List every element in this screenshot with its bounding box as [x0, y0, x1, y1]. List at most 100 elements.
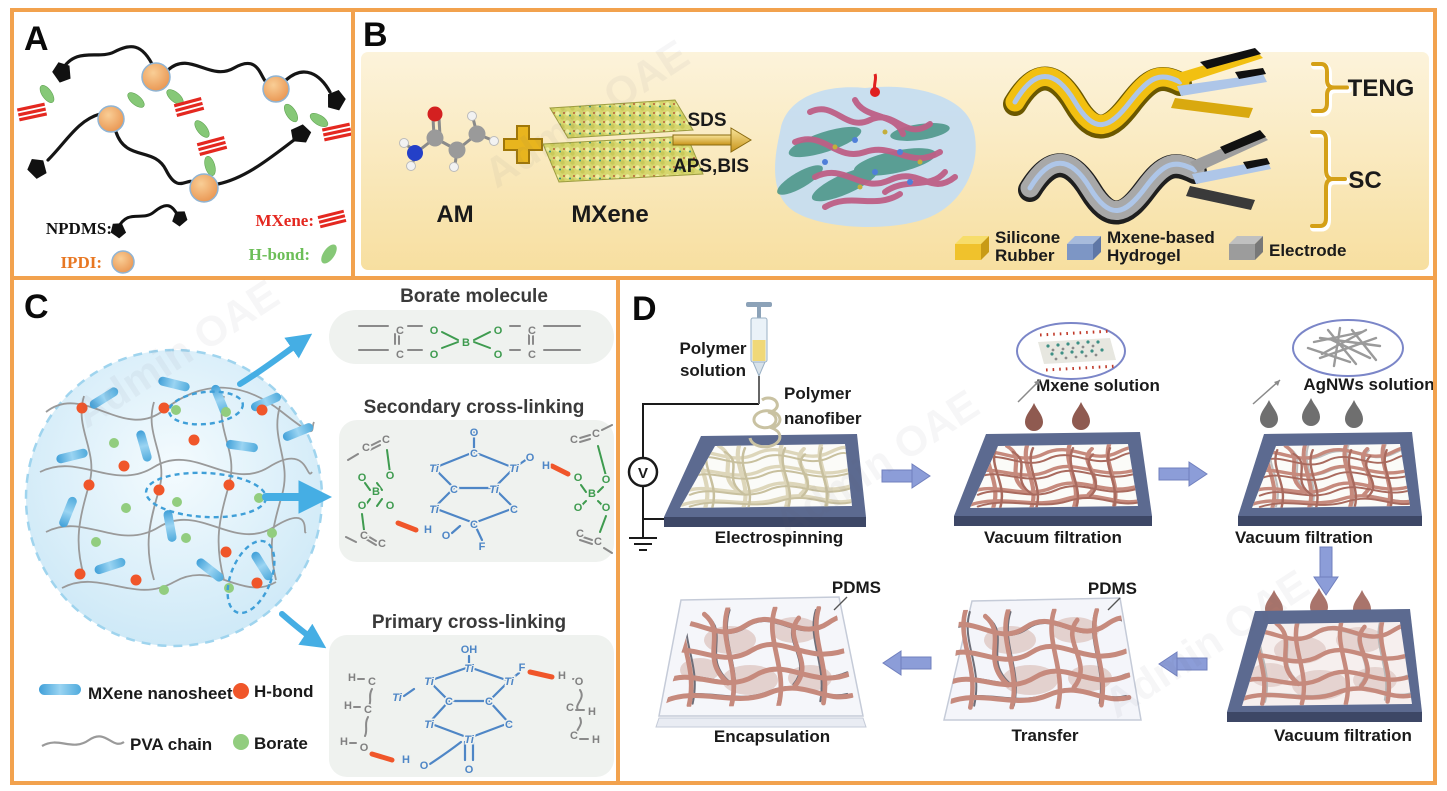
- reactant-mxene-label: MXene: [571, 201, 648, 228]
- agnws-droplet: [1302, 398, 1320, 426]
- encapsulation-step: PDMS Encapsulation: [655, 578, 881, 746]
- svg-text:B: B: [372, 486, 380, 498]
- borate-box: [329, 310, 614, 364]
- svg-text:H: H: [558, 670, 566, 682]
- process-arrow-right-2: [1158, 461, 1208, 487]
- svg-text:O: O: [574, 502, 583, 514]
- svg-text:C: C: [505, 719, 513, 731]
- filtration-plate: [954, 432, 1152, 526]
- transfer-caption: Transfer: [1011, 726, 1078, 745]
- svg-text:O: O: [358, 472, 367, 484]
- svg-text:O: O: [574, 472, 583, 484]
- legend-borate: Borate: [254, 734, 308, 753]
- svg-text:C: C: [368, 676, 376, 688]
- legend-hydrogel-line1: Mxene-based: [1107, 228, 1215, 247]
- sc-device: [1018, 130, 1271, 225]
- svg-text:O: O: [602, 474, 611, 486]
- ipdi-nodes: [97, 62, 290, 203]
- inset-pointer: [1252, 379, 1281, 405]
- teng-device: [1003, 48, 1267, 139]
- svg-text:O: O: [360, 742, 369, 754]
- svg-text:H: H: [348, 672, 356, 684]
- svg-text:Ti: Ti: [489, 484, 500, 496]
- panel-d-fabrication-process: D V Polymer solution: [616, 276, 1437, 785]
- svg-text:Ti: Ti: [464, 663, 475, 675]
- svg-text:C: C: [470, 519, 478, 531]
- panel-b-label: B: [363, 16, 388, 54]
- process-arrow-left-2: [882, 650, 932, 676]
- panel-a-label: A: [24, 20, 49, 58]
- panel-c-canvas: C: [24, 286, 614, 778]
- mxene-nanosheet-icon: [39, 684, 81, 695]
- syringe-icon: [746, 302, 772, 404]
- svg-text:H: H: [344, 700, 352, 712]
- legend-mxene-nanosheet: MXene nanosheet: [88, 684, 233, 703]
- vacuum-filtration-caption-3: Vacuum filtration: [1274, 726, 1412, 745]
- hydrogel-swatch: [1067, 236, 1101, 260]
- panel-a-npdms-network-schematic: A: [10, 8, 355, 280]
- process-arrow-right-1: [881, 463, 931, 489]
- legend-hbond: H-bond: [254, 682, 313, 701]
- agnws-filtration-step: AgNWs solution Vacuum filtration: [1235, 319, 1433, 547]
- svg-text:H: H: [424, 524, 432, 536]
- svg-text:C: C: [396, 349, 404, 361]
- panel-b-synthesis-and-devices: B: [351, 8, 1437, 280]
- process-arrow-down: [1313, 546, 1339, 596]
- svg-text:OH: OH: [461, 644, 478, 656]
- secondary-structure-bonds: [345, 424, 613, 554]
- svg-text:C: C: [528, 349, 536, 361]
- svg-text:O: O: [430, 325, 439, 337]
- panel-a-legend: NPDMS: MXene: IPDI: H-bond:: [46, 204, 348, 274]
- svg-text:C: C: [362, 442, 370, 454]
- svg-text:C: C: [570, 434, 578, 446]
- mxene-droplet: [1025, 403, 1043, 431]
- svg-text:C: C: [594, 536, 602, 548]
- sc-bracket: [1310, 130, 1350, 232]
- vacuum-filtration-caption-1: Vacuum filtration: [984, 528, 1122, 547]
- hbond-icon: [321, 244, 337, 264]
- teng-label: TENG: [1348, 75, 1415, 102]
- pdms-label-encapsulation: PDMS: [832, 578, 881, 597]
- svg-text:O: O: [442, 530, 451, 542]
- borate-dot-icon: [233, 734, 249, 750]
- reagent-sds-label: SDS: [687, 110, 726, 131]
- callout-arrows: [237, 333, 333, 649]
- svg-text:O: O: [386, 500, 395, 512]
- legend-hbond-label: H-bond:: [249, 245, 310, 264]
- filtration-plate: [1227, 609, 1422, 722]
- mxene-droplet: [1072, 402, 1090, 430]
- ipdi-icon: [111, 250, 135, 274]
- agnws-droplet: [1260, 400, 1278, 428]
- svg-text:O: O: [358, 500, 367, 512]
- panel-d-label: D: [632, 290, 657, 328]
- silicone-rubber-swatch: [955, 236, 989, 260]
- electrospinning-step: V Polymer solution Polymer nanofiber: [627, 302, 866, 551]
- vacuum-filtration-caption-2: Vacuum filtration: [1235, 528, 1373, 547]
- svg-text:C: C: [592, 428, 600, 440]
- svg-text:C: C: [445, 696, 453, 708]
- svg-text:C: C: [378, 538, 386, 550]
- svg-text:O: O: [430, 349, 439, 361]
- legend-silicone-line1: Silicone: [995, 228, 1060, 247]
- hydrogel-block: [775, 73, 976, 228]
- panel-b-legend: Silicone Rubber Mxene-based Hydrogel Ele…: [955, 228, 1346, 265]
- mxene-solution-label: Mxene solution: [1036, 376, 1160, 395]
- borate-structure-bonds: [358, 325, 581, 351]
- legend-npdms-label: NPDMS:: [46, 219, 112, 238]
- reactant-am-label: AM: [436, 201, 473, 228]
- svg-text:Ti: Ti: [424, 719, 435, 731]
- agnws-solution-label: AgNWs solution: [1303, 375, 1433, 394]
- legend-pva-chain: PVA chain: [130, 735, 212, 754]
- svg-text:B: B: [588, 488, 596, 500]
- svg-text:C: C: [566, 702, 574, 714]
- svg-text:Ti: Ti: [464, 734, 475, 746]
- voltage-source-icon: [627, 456, 659, 488]
- svg-text:C: C: [576, 528, 584, 540]
- mxene-filtration-step: Mxene solution Vacuum filtration: [954, 322, 1160, 547]
- svg-text:Ti: Ti: [429, 504, 440, 516]
- panel-c-legend: MXene nanosheet H-bond PVA chain Borate: [39, 682, 313, 754]
- hbond-dot-icon: [233, 683, 249, 699]
- transfer-step: PDMS Transfer: [943, 579, 1142, 745]
- callout-borate-title: Borate molecule: [400, 286, 548, 307]
